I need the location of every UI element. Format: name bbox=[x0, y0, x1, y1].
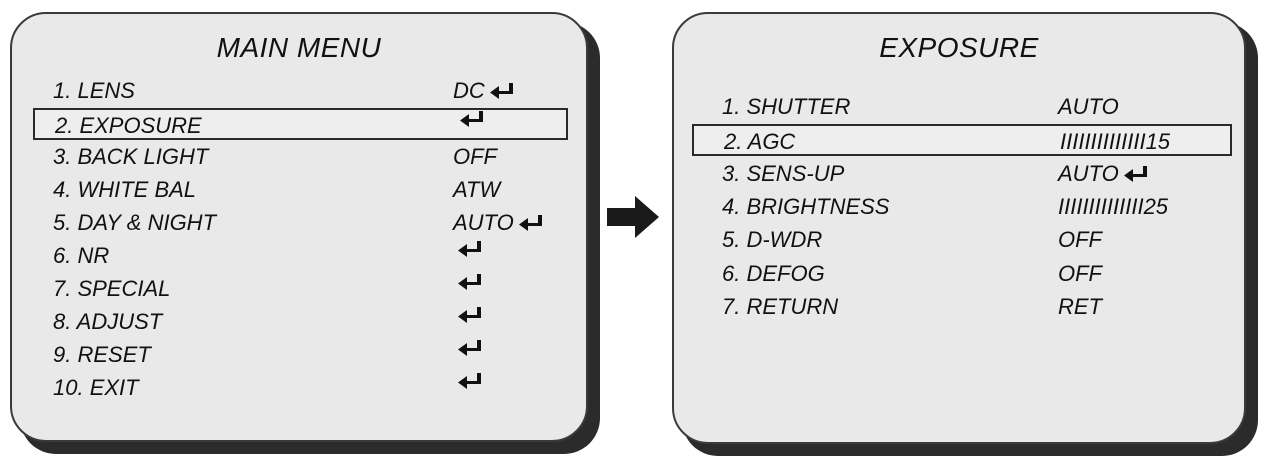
menu-item-label: 1. SHUTTER bbox=[722, 94, 851, 119]
main-menu-panel: MAIN MENU 1. LENS DC 2. EXPOSURE 3. BACK LI… bbox=[10, 12, 588, 442]
menu-item-value-group: ATW bbox=[453, 174, 500, 206]
menu-item-value: OFF bbox=[1058, 227, 1102, 253]
menu-item[interactable]: 9. RESET bbox=[33, 339, 568, 371]
menu-item[interactable]: 5. D-WDR OFF bbox=[692, 224, 1232, 256]
menu-item-label: 3. SENS-UP bbox=[722, 160, 845, 186]
menu-item[interactable]: 2. AGC IIIIIIIIIIIIII15 bbox=[692, 124, 1232, 158]
enter-return-icon bbox=[458, 241, 481, 257]
menu-item[interactable]: 7. RETURN RET bbox=[692, 291, 1232, 323]
menu-item-label: 1. LENS bbox=[53, 78, 135, 103]
menu-item-value: IIIIIIIIIIIIII15 bbox=[1060, 129, 1171, 155]
menu-item[interactable]: 6. DEFOG OFF bbox=[692, 258, 1232, 290]
enter-return-icon bbox=[489, 83, 513, 99]
menu-item-value: ATW bbox=[453, 177, 501, 202]
menu-item[interactable]: 1. SHUTTER AUTO bbox=[692, 91, 1232, 123]
menu-item-label: 8. ADJUST bbox=[53, 309, 163, 334]
menu-item-label: 7. RETURN bbox=[722, 293, 839, 319]
menu-item-value-group: RET bbox=[1058, 291, 1102, 323]
menu-item-label: 5. DAY & NIGHT bbox=[53, 210, 217, 235]
menu-item-value-group bbox=[453, 339, 483, 357]
menu-item-value-group: DC bbox=[453, 75, 515, 107]
exposure-menu-panel: EXPOSURE 1. SHUTTER AUTO 2. AGC IIIIIIIIIII… bbox=[672, 12, 1246, 444]
menu-item[interactable]: 4. BRIGHTNESS IIIIIIIIIIIIII25 bbox=[692, 191, 1232, 223]
menu-item-value: OFF bbox=[1058, 260, 1102, 286]
menu-item-label: 9. RESET bbox=[53, 342, 151, 367]
menu-item-value-group: IIIIIIIIIIIIII15 bbox=[1060, 126, 1170, 158]
menu-item[interactable]: 4. WHITE BAL ATW bbox=[33, 174, 568, 206]
menu-item[interactable]: 10. EXIT bbox=[33, 372, 568, 404]
menu-item[interactable]: 1. LENS DC bbox=[33, 75, 568, 107]
menu-item-value: AUTO bbox=[453, 210, 514, 235]
main-menu-title: MAIN MENU bbox=[216, 32, 382, 63]
menu-item-value: AUTO bbox=[1058, 160, 1119, 186]
menu-item-label: 4. BRIGHTNESS bbox=[722, 193, 890, 219]
menu-item[interactable]: 3. SENS-UP AUTO bbox=[692, 158, 1232, 190]
menu-item-value-group bbox=[453, 306, 483, 324]
menu-item-value: IIIIIIIIIIIIII25 bbox=[1058, 193, 1169, 219]
right-arrow-icon bbox=[607, 196, 659, 238]
menu-item[interactable]: 5. DAY & NIGHT AUTO bbox=[33, 207, 568, 239]
menu-item-value-group: IIIIIIIIIIIIII25 bbox=[1058, 191, 1168, 223]
menu-item[interactable]: 3. BACK LIGHT OFF bbox=[33, 141, 568, 173]
menu-item-value-group: AUTO bbox=[1058, 91, 1119, 123]
menu-item[interactable]: 6. NR bbox=[33, 240, 568, 272]
menu-item-value-group: AUTO bbox=[1058, 158, 1149, 190]
menu-item-label: 2. EXPOSURE bbox=[55, 113, 202, 138]
menu-item[interactable]: 7. SPECIAL bbox=[33, 273, 568, 305]
menu-item-label: 5. D-WDR bbox=[722, 227, 823, 253]
menu-item-value-group bbox=[453, 240, 483, 258]
menu-item-value-group: AUTO bbox=[453, 207, 544, 239]
menu-item-value: OFF bbox=[453, 144, 497, 169]
menu-item-value-group: OFF bbox=[1058, 258, 1102, 290]
menu-item-label: 7. SPECIAL bbox=[53, 276, 171, 301]
enter-return-icon bbox=[518, 215, 542, 231]
menu-item-value: AUTO bbox=[1058, 94, 1119, 119]
enter-return-icon bbox=[458, 373, 481, 389]
menu-item-label: 4. WHITE BAL bbox=[53, 177, 197, 202]
enter-return-icon bbox=[458, 274, 481, 290]
menu-item-value-group bbox=[455, 110, 485, 128]
menu-item-value-group: OFF bbox=[1058, 224, 1102, 256]
exposure-menu-title: EXPOSURE bbox=[879, 32, 1039, 63]
enter-return-icon bbox=[458, 307, 481, 323]
menu-item-label: 2. AGC bbox=[724, 129, 796, 155]
menu-item-label: 6. NR bbox=[53, 243, 110, 268]
menu-item-value-group bbox=[453, 372, 483, 390]
menu-item-value-group: OFF bbox=[453, 141, 497, 173]
menu-item-value: DC bbox=[453, 78, 485, 103]
menu-item-label: 10. EXIT bbox=[53, 375, 139, 400]
menu-item-label: 6. DEFOG bbox=[722, 260, 825, 286]
menu-item[interactable]: 8. ADJUST bbox=[33, 306, 568, 338]
menu-item-label: 3. BACK LIGHT bbox=[53, 144, 209, 169]
enter-return-icon bbox=[1123, 165, 1147, 182]
enter-return-icon bbox=[458, 340, 481, 356]
menu-item-value-group bbox=[453, 273, 483, 291]
menu-item[interactable]: 2. EXPOSURE bbox=[33, 108, 568, 140]
menu-item-value: RET bbox=[1058, 293, 1102, 319]
enter-return-icon bbox=[460, 111, 483, 127]
